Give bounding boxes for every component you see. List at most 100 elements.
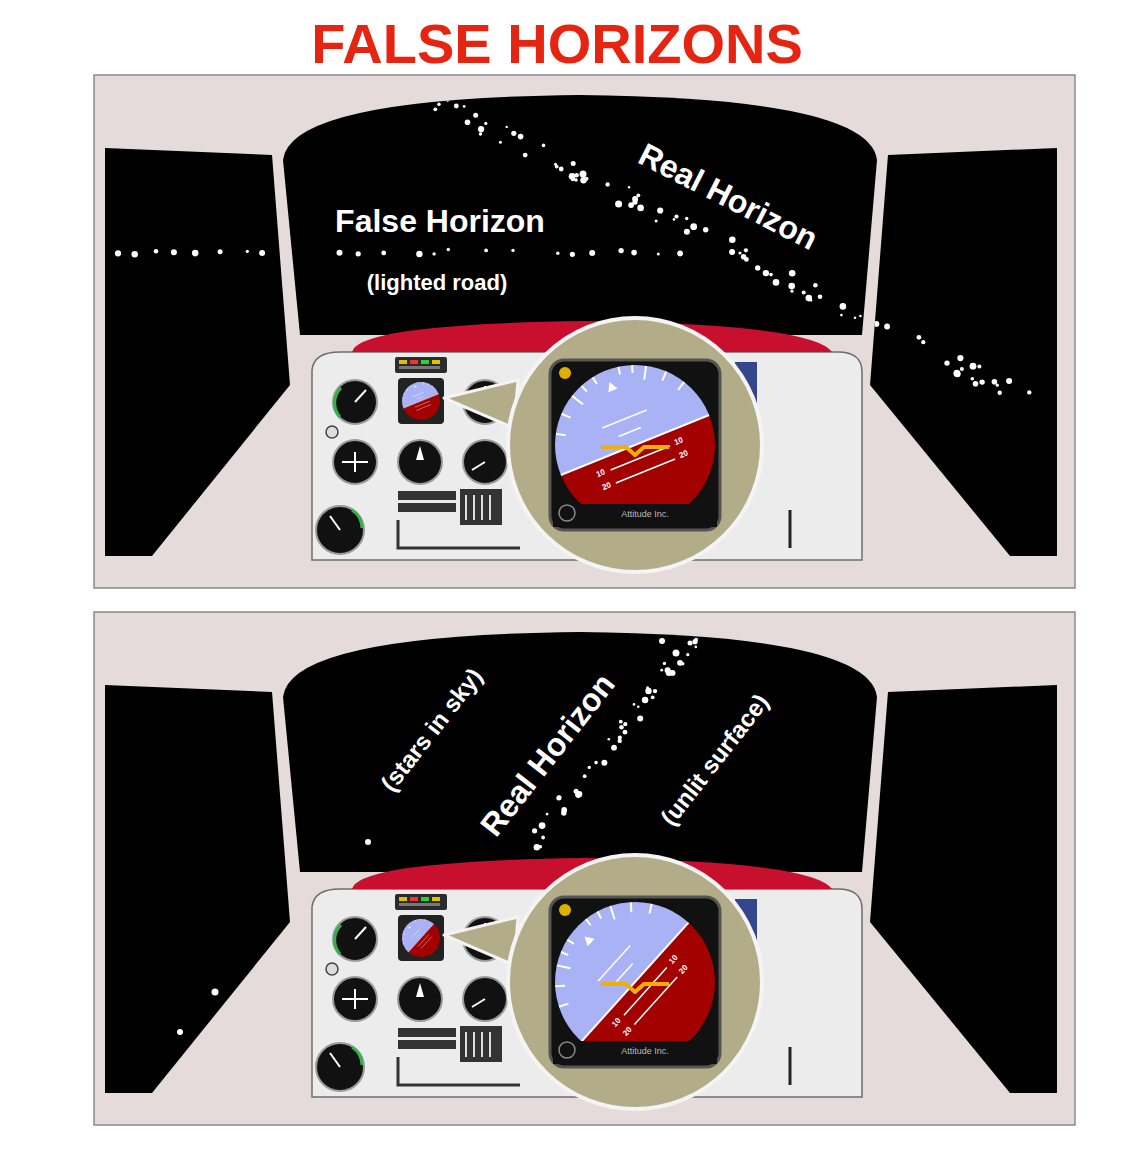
light-dot xyxy=(454,104,459,109)
panel-top-part xyxy=(94,75,1075,588)
title: FALSE HORIZONS xyxy=(311,13,803,75)
light-dot xyxy=(479,132,482,135)
light-dot xyxy=(957,355,963,361)
light-dot xyxy=(790,290,793,293)
note-label: (lighted road) xyxy=(367,271,508,295)
light-dot xyxy=(953,370,960,377)
light-dot xyxy=(437,103,440,106)
light-dot xyxy=(154,249,159,254)
light-dot xyxy=(917,335,922,340)
light-dot xyxy=(653,689,657,693)
light-dot xyxy=(684,229,690,235)
light-dot xyxy=(511,249,514,252)
light-dot xyxy=(788,283,795,290)
light-dot xyxy=(657,253,660,256)
light-dot xyxy=(589,250,595,256)
light-dot xyxy=(818,294,823,299)
light-dot xyxy=(744,248,748,252)
light-dot xyxy=(433,107,437,111)
light-dot xyxy=(645,688,651,694)
light-dot xyxy=(559,167,564,172)
light-dot xyxy=(813,283,818,288)
light-dot xyxy=(960,367,964,371)
light-dot xyxy=(463,105,466,108)
light-dot xyxy=(532,828,537,833)
note-label: (unlit surface) xyxy=(656,689,774,830)
light-dot xyxy=(633,703,636,706)
light-dot xyxy=(574,789,579,794)
panel-bottom-part xyxy=(553,904,717,1064)
light-dot xyxy=(921,340,925,344)
pitch-number: 20 xyxy=(601,481,613,492)
light-dot xyxy=(769,273,773,277)
light-dot xyxy=(703,227,708,232)
light-dot xyxy=(619,725,624,730)
light-dot xyxy=(619,720,623,724)
light-dot xyxy=(484,122,487,125)
light-dot xyxy=(574,178,577,181)
light-dot xyxy=(432,252,435,255)
light-dot xyxy=(618,736,622,740)
light-dot xyxy=(365,839,371,845)
light-dot xyxy=(192,250,199,257)
panel-bottom-part xyxy=(94,612,1075,1125)
brand-label: Attitude Inc. xyxy=(621,510,669,520)
note-label: (stars in sky) xyxy=(376,664,488,797)
light-dot xyxy=(679,662,682,665)
light-dot xyxy=(623,722,627,726)
light-dot xyxy=(663,662,666,665)
panel-bottom xyxy=(94,612,1075,1151)
light-dot xyxy=(631,250,637,256)
light-dot xyxy=(996,384,999,387)
real-horizon-label: Real Horizon xyxy=(474,667,622,843)
light-dot xyxy=(840,314,843,317)
light-dot xyxy=(859,315,862,318)
light-dot xyxy=(499,141,502,144)
light-dot xyxy=(686,653,689,656)
light-dot xyxy=(677,251,683,257)
light-dot xyxy=(541,836,545,840)
pitch-number: 10 xyxy=(667,954,679,967)
light-dot xyxy=(659,638,665,644)
light-dot xyxy=(523,153,528,158)
panel-top-part-part xyxy=(479,289,791,601)
light-dot xyxy=(695,646,698,649)
light-dot xyxy=(632,196,638,202)
light-dot xyxy=(874,321,880,327)
light-dot xyxy=(666,670,672,676)
light-dot xyxy=(580,171,587,178)
light-dot xyxy=(580,177,586,183)
light-dot xyxy=(660,669,663,672)
pitch-number: 10 xyxy=(611,1016,623,1029)
light-dot xyxy=(1027,390,1031,394)
light-dot xyxy=(637,205,644,212)
light-dot xyxy=(546,813,549,816)
light-dot xyxy=(611,745,617,751)
light-dot xyxy=(561,810,566,815)
light-dot xyxy=(738,251,741,254)
light-dot xyxy=(744,257,749,262)
light-dot xyxy=(854,316,857,319)
light-dot xyxy=(484,249,488,253)
light-dot xyxy=(337,250,343,256)
light-dot xyxy=(971,377,975,381)
pitch-number: 10 xyxy=(596,468,608,479)
light-dot xyxy=(840,303,847,310)
light-dot xyxy=(287,249,291,253)
light-dot xyxy=(259,250,265,256)
light-dot xyxy=(557,795,562,800)
light-dot xyxy=(615,200,622,207)
light-dot xyxy=(518,134,524,140)
pitch-number: 20 xyxy=(678,963,690,976)
light-dot xyxy=(763,270,769,276)
light-dot xyxy=(673,218,676,221)
light-dot xyxy=(866,316,869,319)
light-dot xyxy=(651,695,655,699)
false-horizon-label: False Horizon xyxy=(335,204,545,239)
panel-bottom-part xyxy=(466,813,805,1152)
light-dot xyxy=(608,738,611,741)
light-dot xyxy=(685,217,688,220)
light-dot xyxy=(511,131,516,136)
pitch-number: 20 xyxy=(621,1026,633,1039)
